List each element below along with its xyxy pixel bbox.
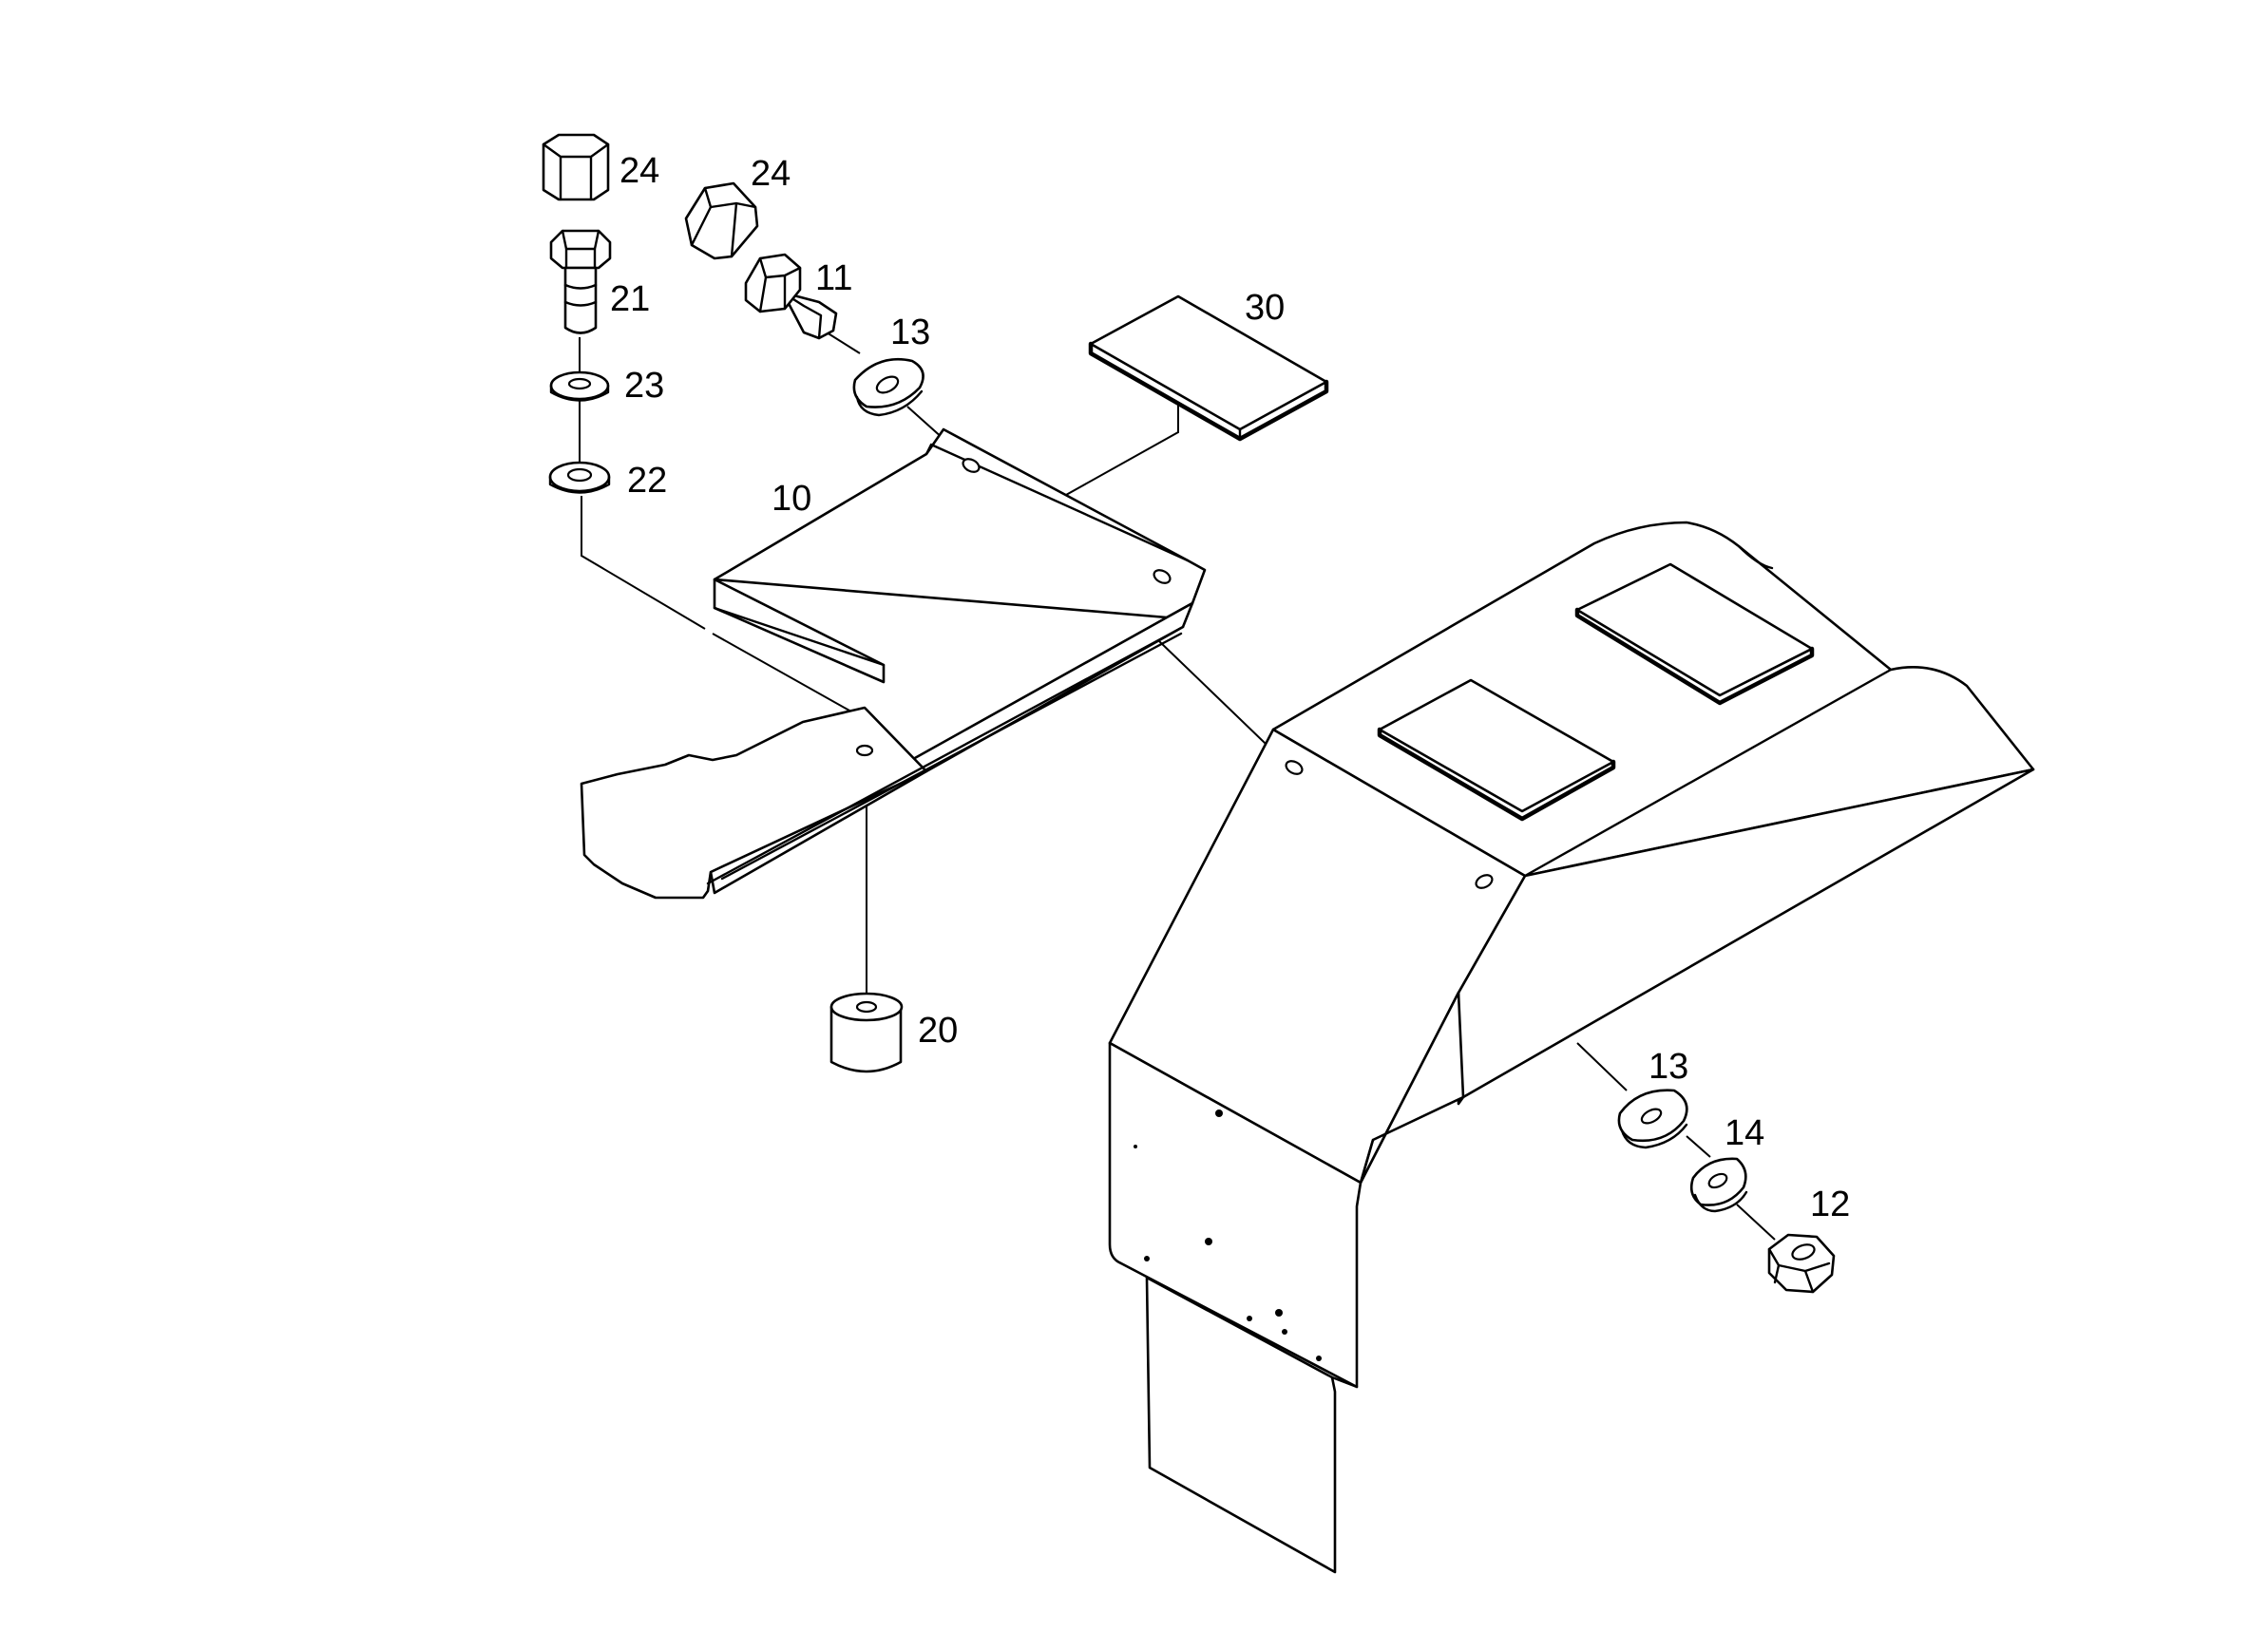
leader-13-14: [1686, 1135, 1711, 1158]
part-24-cap-nut-left: [542, 133, 610, 201]
part-10-support-bracket: [580, 427, 1207, 900]
part-20-spacer: [829, 992, 904, 1073]
part-12-hex-nut: [1767, 1233, 1836, 1294]
fender-assembly: [1108, 521, 2035, 1574]
part-14-lock-washer: [1689, 1157, 1748, 1213]
callout-22: 22: [627, 461, 667, 501]
callout-23: 23: [624, 366, 664, 406]
callout-11: 11: [815, 258, 852, 298]
part-13-washer-lower: [1617, 1089, 1688, 1149]
part-23-washer: [549, 370, 610, 402]
leader-14-12: [1736, 1204, 1776, 1241]
callout-21: 21: [610, 279, 650, 319]
leader-11-13: [826, 332, 861, 354]
part-11-hex-bolt: [744, 253, 838, 340]
callout-30: 30: [1245, 288, 1285, 328]
callout-14: 14: [1725, 1113, 1764, 1153]
callout-13-upper: 13: [890, 313, 930, 352]
callout-13-lower: 13: [1649, 1047, 1688, 1087]
leader-fender-13: [1576, 1042, 1628, 1091]
part-30-decal-plate: [1088, 294, 1329, 442]
callout-24-left: 24: [619, 151, 659, 191]
leader-22-bracket: [581, 496, 706, 630]
part-13-washer-upper: [852, 357, 924, 417]
callout-labels: 24 24 11 21 13 30 23 22 10 20 13 14 12: [610, 151, 1850, 1224]
callout-12: 12: [1810, 1185, 1850, 1224]
part-21-hex-bolt: [549, 229, 612, 334]
callout-24-right: 24: [751, 154, 791, 194]
callout-10: 10: [772, 479, 811, 519]
part-22-washer: [548, 461, 611, 494]
part-24-cap-nut-right: [684, 181, 759, 260]
callout-20: 20: [918, 1011, 958, 1051]
